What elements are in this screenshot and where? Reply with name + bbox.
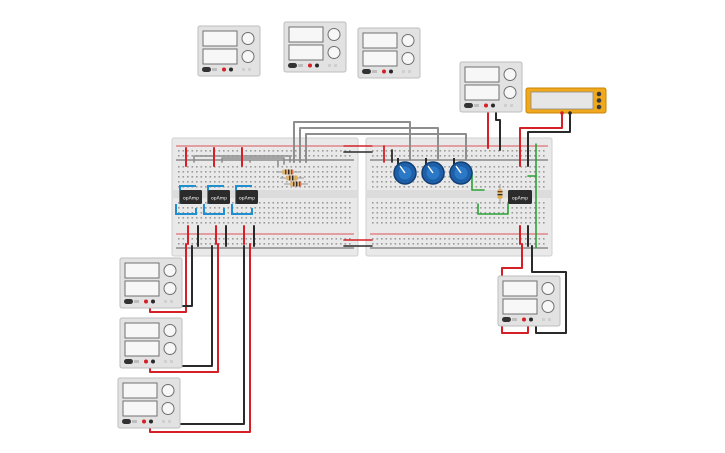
opamp-group-left: opAmp opAmp opAmp xyxy=(175,185,258,215)
wire-black[interactable] xyxy=(527,112,571,167)
power-supply[interactable] xyxy=(119,257,183,309)
opamp-chip[interactable]: opAmp xyxy=(180,190,202,204)
resistor[interactable] xyxy=(284,181,308,187)
wire-green[interactable] xyxy=(471,171,485,191)
opamp-chip[interactable]: opAmp xyxy=(208,190,230,204)
resistor[interactable] xyxy=(497,184,503,204)
wire-gray[interactable] xyxy=(299,127,439,163)
wire-gray[interactable] xyxy=(249,159,279,167)
dial-icon xyxy=(596,91,602,97)
power-supply[interactable] xyxy=(117,377,181,429)
potentiometer[interactable] xyxy=(449,158,473,185)
power-supply[interactable] xyxy=(497,275,561,327)
wire-green[interactable] xyxy=(477,203,509,215)
opamp-label: opAmp xyxy=(239,196,255,202)
power-supply[interactable] xyxy=(357,27,421,79)
resistor[interactable] xyxy=(276,169,300,175)
wires xyxy=(149,109,571,433)
wire-gray[interactable] xyxy=(305,133,467,163)
opamp-label: opAmp xyxy=(183,196,199,202)
breadboard-left[interactable] xyxy=(171,137,359,257)
power-supply[interactable] xyxy=(119,317,183,369)
opamp-chip[interactable]: opAmp xyxy=(236,190,258,204)
wire-blue[interactable] xyxy=(231,204,253,215)
potentiometer[interactable] xyxy=(393,158,417,185)
potentiometer[interactable] xyxy=(421,158,445,185)
wire-blue[interactable] xyxy=(175,204,197,215)
wire-blue[interactable] xyxy=(203,204,225,215)
dial-icon xyxy=(596,104,602,110)
wire-black[interactable] xyxy=(495,109,501,151)
wire-red[interactable] xyxy=(519,112,563,167)
wire-black[interactable] xyxy=(531,245,567,334)
opamp-label: opAmp xyxy=(211,196,227,202)
power-supply[interactable] xyxy=(459,61,523,113)
wire-gray[interactable] xyxy=(221,157,285,165)
power-supply[interactable] xyxy=(197,25,261,77)
wire-gray[interactable] xyxy=(293,121,411,163)
opamp-label: opAmp xyxy=(512,196,528,202)
power-supply[interactable] xyxy=(283,21,347,73)
dial-icon xyxy=(596,98,602,103)
multimeter[interactable] xyxy=(525,87,607,115)
opamp-chip[interactable]: opAmp xyxy=(508,190,532,204)
resistor[interactable] xyxy=(280,175,304,181)
